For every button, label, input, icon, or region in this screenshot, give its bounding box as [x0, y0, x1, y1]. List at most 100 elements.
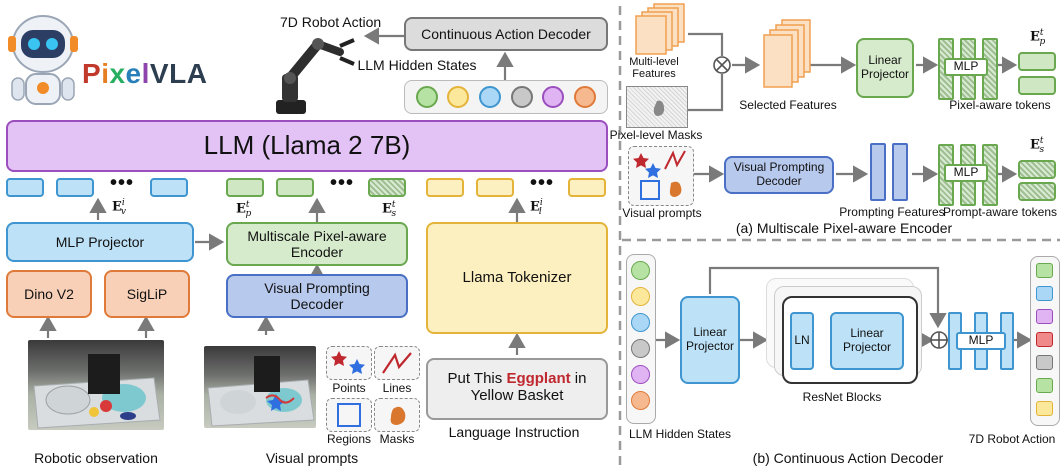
visual-prompting-decoder-box: Visual Prompting Decoder: [226, 274, 408, 318]
visual-prompts-thumbnail: [628, 146, 694, 206]
visual-prompting-decoder-label-a: Visual Prompting Decoder: [733, 160, 825, 188]
prompt-tool-lines: [374, 346, 420, 380]
robot-action-label-b: 7D Robot Action: [968, 432, 1056, 446]
linear-projector-inner-label: Linear Projector: [842, 326, 892, 354]
mask-blob: [653, 100, 665, 116]
math-sub: l: [538, 206, 542, 217]
math-e-v: Eiv: [112, 198, 126, 217]
mlp-block-prompt: MLP: [938, 144, 998, 206]
math-e-s: Ets: [382, 200, 396, 219]
hidden-state-circle: [479, 86, 502, 108]
robot-mascot-icon: [8, 15, 78, 105]
math-sup: i: [539, 198, 543, 208]
visual-prompting-decoder-label: Visual Prompting Decoder: [264, 279, 370, 312]
action-cell: [1036, 355, 1053, 370]
math-sub: p: [1039, 36, 1046, 47]
prompt-label-masks: Masks: [379, 432, 415, 446]
language-token: [568, 178, 606, 197]
math-sup: t: [1039, 28, 1044, 38]
ln-label: LN: [794, 333, 810, 348]
visual-prompts-label-a: Visual prompts: [622, 206, 702, 220]
pixel-level-mask-image: [626, 86, 688, 128]
mlp-block-b: MLP: [948, 312, 1014, 370]
multiscale-encoder-box: Multiscale Pixel-aware Encoder: [226, 222, 408, 266]
llama-tokenizer-label: Llama Tokenizer: [462, 269, 572, 287]
math-sub: p: [245, 208, 252, 219]
math-e-s-a: Ets: [1030, 136, 1044, 155]
visual-prompt-image: [204, 346, 316, 428]
math-base: E: [1030, 137, 1040, 153]
dino-v2-label: Dino V2: [24, 285, 74, 302]
math-base: E: [382, 201, 392, 217]
hidden-state-circle-b: [631, 391, 650, 410]
hidden-states-label-b: LLM Hidden States: [628, 427, 732, 441]
llama-tokenizer-box: Llama Tokenizer: [426, 222, 608, 334]
mlp-label-b: MLP: [968, 333, 994, 348]
regions-icon: [337, 403, 361, 427]
math-base: E: [112, 199, 122, 215]
pixel-aware-token: [1018, 76, 1056, 95]
multiscale-encoder-label: Multiscale Pixel-aware Encoder: [247, 227, 387, 260]
math-sub: s: [1039, 144, 1045, 155]
brand-letter: L: [169, 58, 187, 89]
language-token: [476, 178, 514, 197]
prompt-aware-token: [1018, 160, 1056, 179]
math-sup: i: [121, 198, 125, 208]
mlp-projector-box: MLP Projector: [6, 222, 194, 262]
brand-title: PixelVLA: [82, 58, 207, 90]
math-sub: s: [391, 208, 397, 219]
instruction-suffix: in Yellow Basket: [470, 370, 587, 405]
robot-arm-icon: [276, 38, 355, 114]
ellipsis: •••: [110, 172, 135, 194]
panel-b-caption: (b) Continuous Action Decoder: [752, 450, 944, 466]
mlp-label-box-b: MLP: [956, 332, 1006, 350]
mlp-label: MLP: [953, 165, 979, 180]
hidden-states-label: LLM Hidden States: [357, 57, 477, 73]
math-e-p: Etp: [236, 200, 251, 219]
prompt-tool-regions: [326, 398, 372, 432]
mlp-label-box: MLP: [944, 58, 988, 76]
visual-prompting-decoder-box-a: Visual Prompting Decoder: [724, 156, 834, 194]
multi-level-features-text: Multi-level Features: [629, 56, 679, 81]
prompt-token: [368, 178, 406, 197]
math-sub: v: [120, 206, 126, 217]
pixel-token: [276, 178, 314, 197]
visual-prompts-caption: Visual prompts: [265, 450, 359, 466]
math-sup: t: [245, 200, 250, 210]
math-base: E: [236, 201, 246, 217]
mlp-block-pixel: MLP: [938, 38, 998, 100]
language-instruction-box: Put This Eggplant in Yellow Basket: [426, 358, 608, 420]
lines-icon: [382, 352, 412, 374]
linear-projector-box-b: Linear Projector: [680, 296, 740, 384]
brand-letter: e: [125, 58, 142, 89]
action-cell: [1036, 263, 1053, 278]
ellipsis: •••: [330, 172, 355, 194]
selected-features-label: Selected Features: [739, 98, 837, 112]
pixel-aware-tokens-label: Pixel-aware tokens: [949, 98, 1051, 112]
visual-token: [6, 178, 44, 197]
hidden-states-container: [404, 80, 608, 114]
brand-letter: V: [149, 58, 170, 89]
llm-box: LLM (Llama 2 7B): [6, 120, 608, 172]
pixel-aware-token: [1018, 52, 1056, 71]
masks-icon: [390, 406, 406, 425]
math-e-p-a: Etp: [1030, 28, 1045, 47]
mlp-label-box: MLP: [944, 164, 988, 182]
brand-letter: x: [109, 58, 126, 89]
instruction-object: Eggplant: [506, 370, 571, 387]
prompt-label-regions: Regions: [326, 432, 372, 446]
prompt-label-points: Points: [332, 381, 366, 395]
language-instruction-caption: Language Instruction: [448, 424, 580, 440]
ln-box: LN: [790, 312, 814, 370]
hidden-state-column: [626, 254, 656, 424]
hidden-state-circle-b: [631, 339, 650, 358]
pixel-token: [226, 178, 264, 197]
action-cell: [1036, 309, 1053, 324]
dino-v2-box: Dino V2: [6, 270, 92, 318]
hidden-state-circle-b: [631, 261, 650, 280]
continuous-action-decoder-label: Continuous Action Decoder: [421, 25, 591, 42]
brand-letter: i: [101, 58, 110, 89]
prompt-aware-tokens-label: Prompt-aware tokens: [942, 205, 1058, 219]
math-sup: t: [391, 200, 396, 210]
